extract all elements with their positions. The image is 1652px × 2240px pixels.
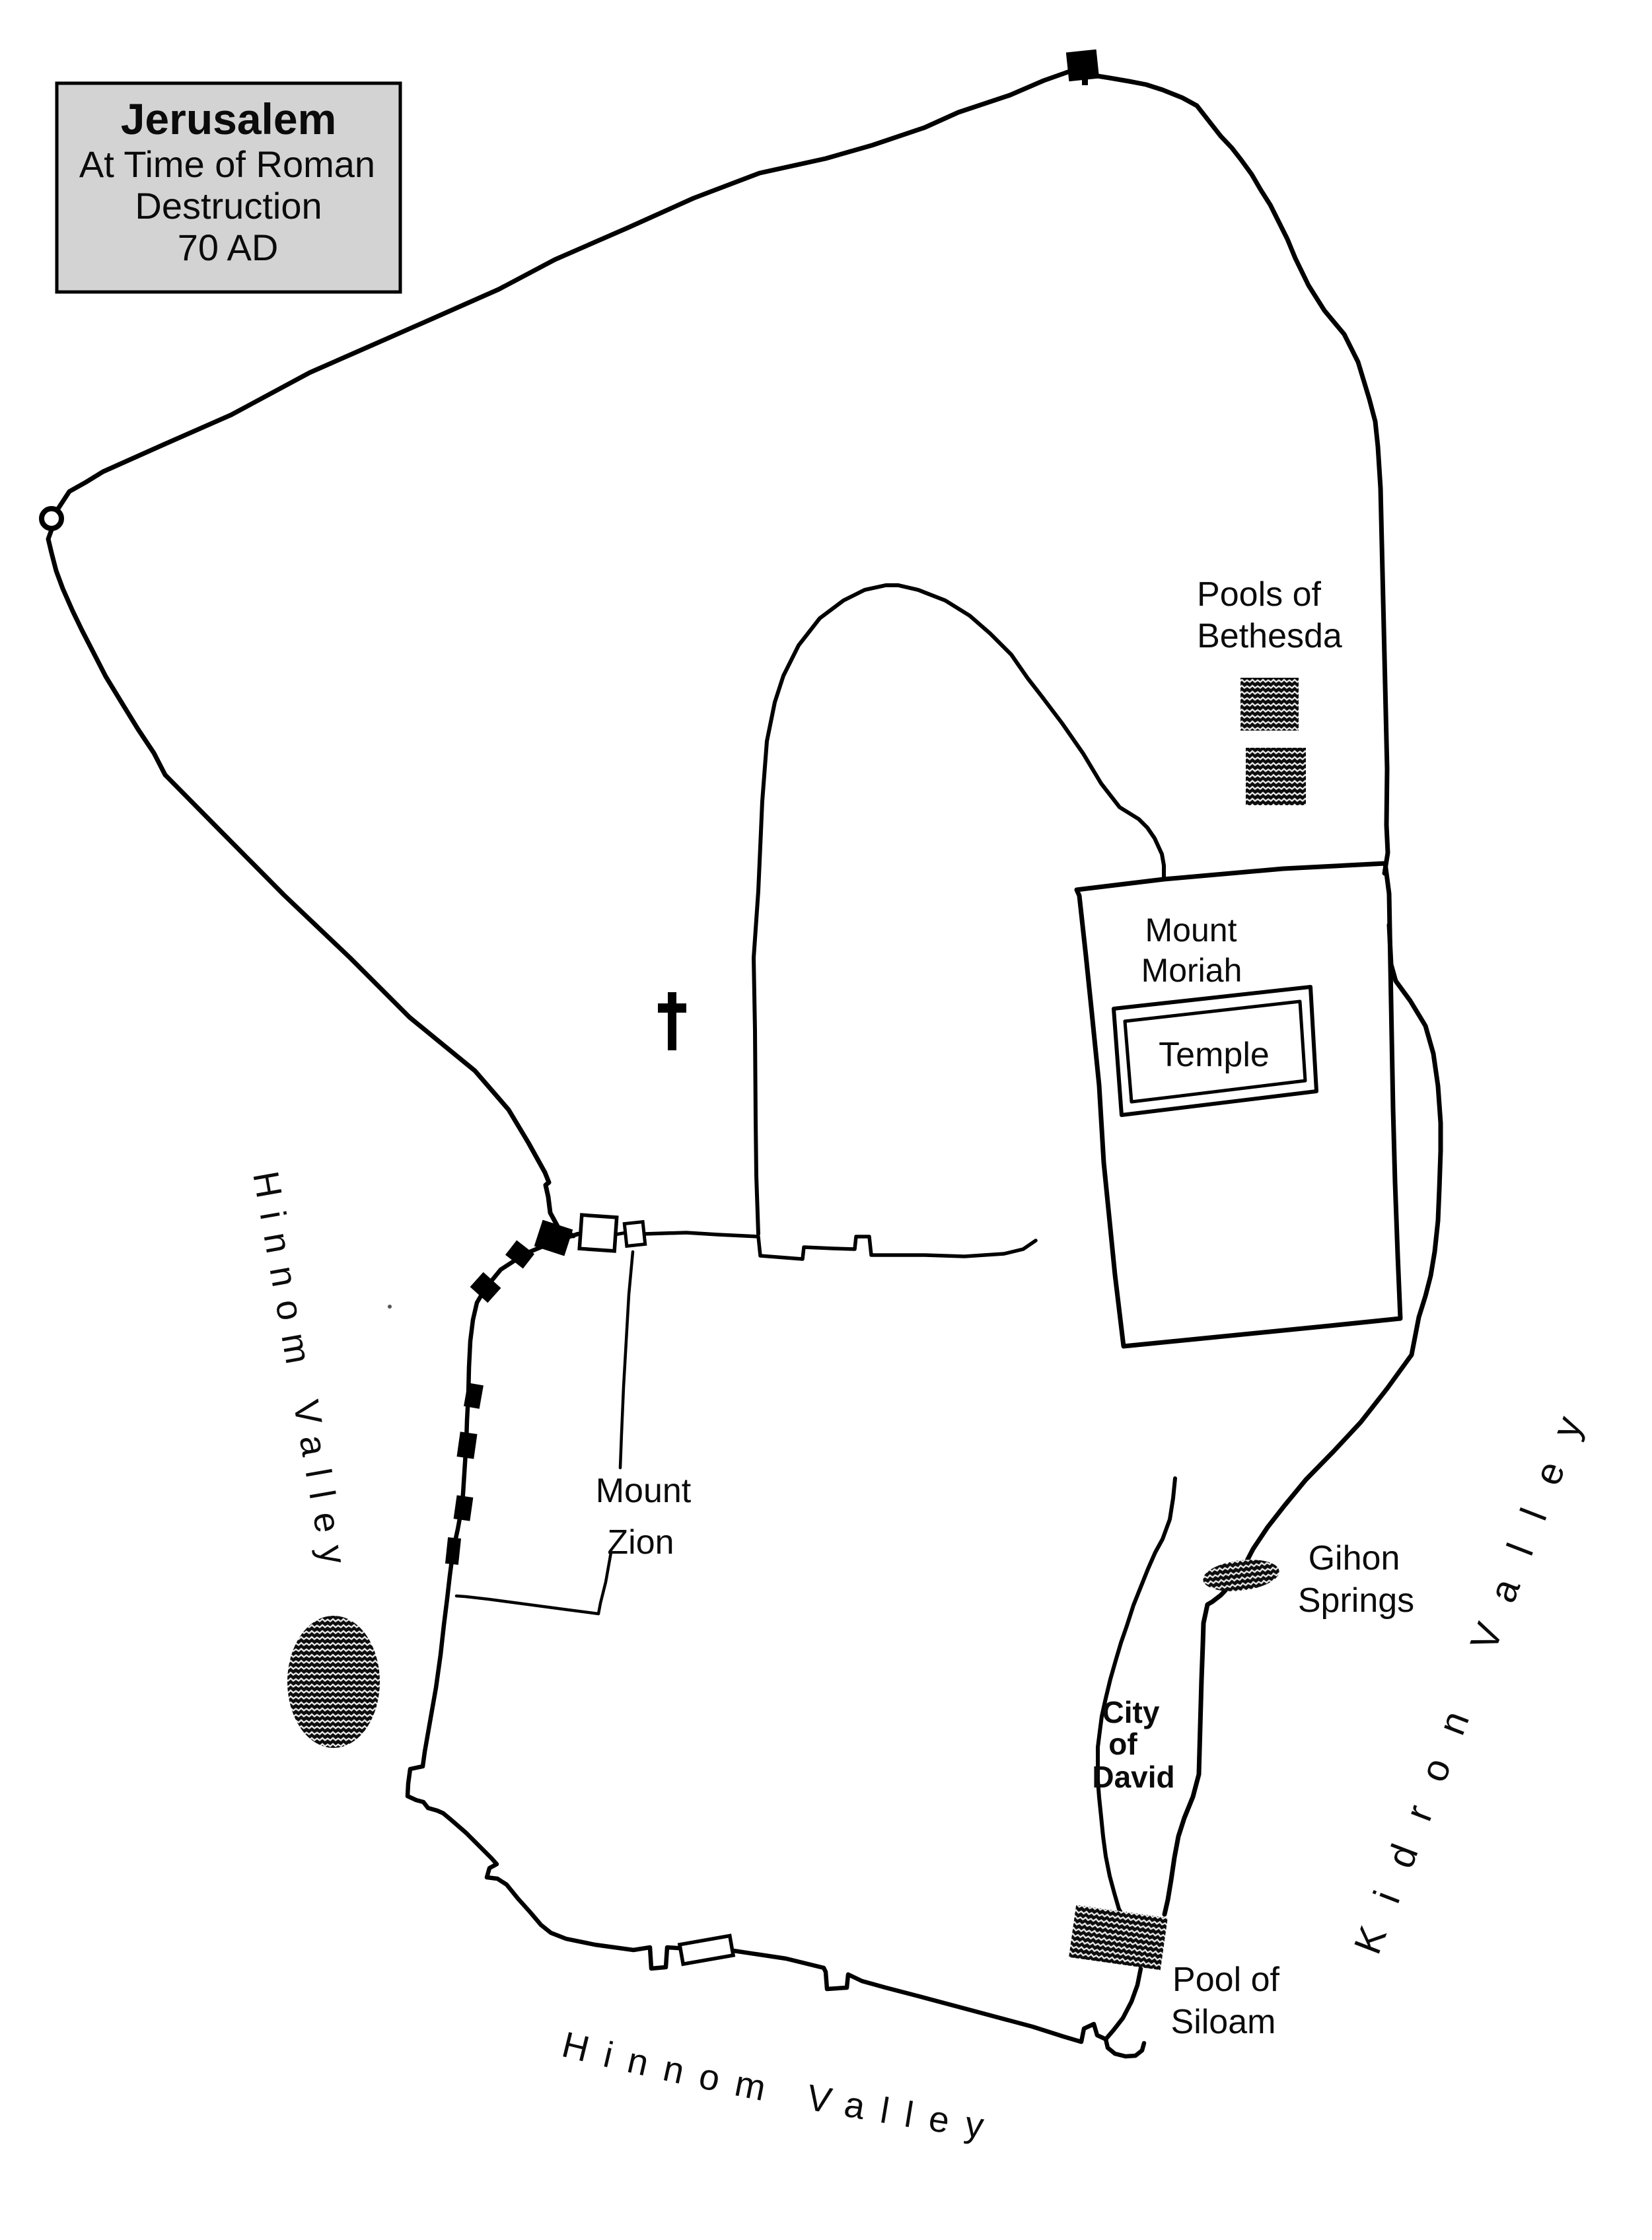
svg-text:of: of	[1108, 1727, 1137, 1761]
svg-text:Temple: Temple	[1159, 1036, 1270, 1074]
svg-text:Springs: Springs	[1298, 1581, 1414, 1620]
svg-text:Pools of: Pools of	[1197, 575, 1321, 614]
svg-text:City: City	[1102, 1695, 1160, 1729]
svg-text:Zion: Zion	[607, 1523, 674, 1562]
svg-text:Mount: Mount	[596, 1472, 692, 1510]
svg-text:David: David	[1092, 1760, 1174, 1794]
svg-text:70 AD: 70 AD	[178, 227, 279, 268]
svg-text:Destruction: Destruction	[135, 185, 322, 227]
svg-text:Gihon: Gihon	[1309, 1539, 1400, 1577]
svg-text:Moriah: Moriah	[1141, 952, 1242, 989]
svg-text:Pool of: Pool of	[1172, 1961, 1279, 1999]
svg-text:Jerusalem: Jerusalem	[121, 94, 337, 143]
svg-text:At Time of Roman: At Time of Roman	[79, 143, 375, 185]
svg-text:Bethesda: Bethesda	[1197, 617, 1342, 655]
svg-text:Siloam: Siloam	[1171, 2003, 1276, 2041]
svg-text:Mount: Mount	[1145, 912, 1237, 949]
